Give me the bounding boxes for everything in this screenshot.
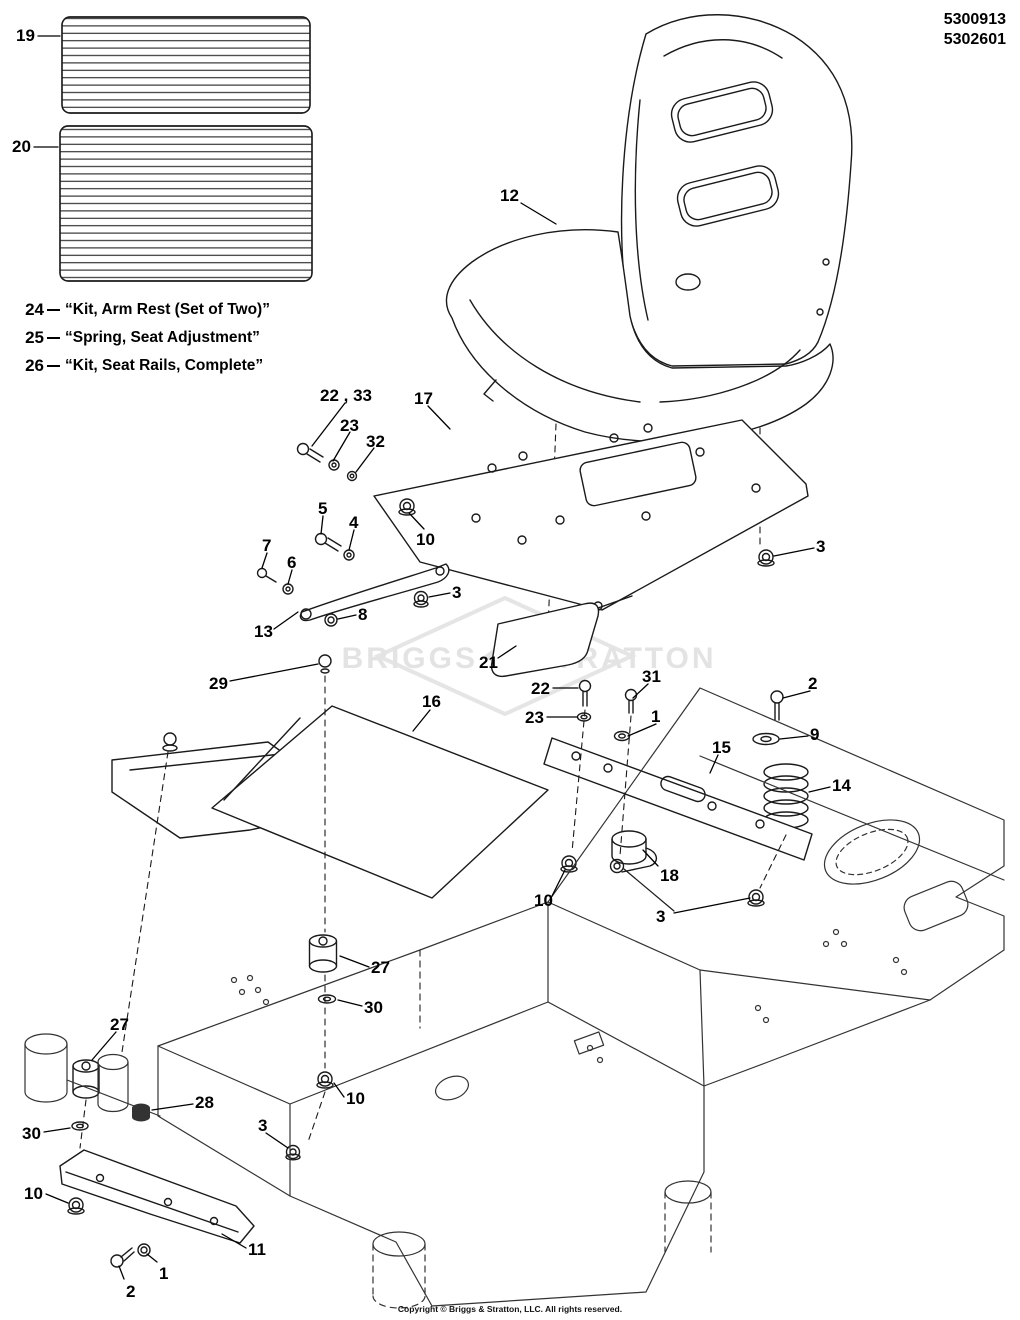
parts-legend: 24 “Kit, Arm Rest (Set of Two)” 25 “Spri… <box>16 296 270 380</box>
leader-line-14 <box>337 614 357 620</box>
leader-line-16 <box>497 645 517 659</box>
leader-line-20 <box>632 683 649 699</box>
watermark-left-text: BRIGGS <box>342 642 478 675</box>
leader-line-40 <box>118 1265 125 1280</box>
pad-21 <box>490 602 600 678</box>
leader-line-36 <box>265 1132 289 1149</box>
leader-line-39 <box>146 1253 158 1263</box>
copyright-text: Copyright © Briggs & Stratton, LLC. All … <box>397 1304 623 1314</box>
document-numbers: 5300913 5302601 <box>944 10 1006 50</box>
floor-panel-16 <box>211 705 549 899</box>
leader-line-30 <box>339 955 370 968</box>
leader-line-12 <box>773 547 815 557</box>
legend-number: 24 <box>25 300 44 319</box>
legend-dash-line <box>47 365 60 367</box>
arm-bracket-13 <box>299 563 450 622</box>
legend-item-26: 26 “Kit, Seat Rails, Complete” <box>16 352 270 380</box>
leader-line-24 <box>709 754 719 774</box>
leader-line-27 <box>642 849 659 867</box>
leader-line-37 <box>45 1193 69 1204</box>
leader-line-22 <box>627 723 657 737</box>
leader-line-29 <box>673 897 751 914</box>
hardware-middle <box>576 679 638 742</box>
assembly-dashed-lines <box>79 675 787 1149</box>
leader-line-31 <box>337 999 363 1007</box>
leader-line-8 <box>348 529 355 551</box>
legend-dash-line <box>47 309 60 311</box>
doc-number-2: 5302601 <box>943 31 1006 48</box>
legend-number: 26 <box>25 356 44 375</box>
legend-label: “Kit, Seat Rails, Complete” <box>65 357 264 374</box>
legend-item-25: 25 “Spring, Seat Adjustment” <box>16 324 270 352</box>
leader-line-18 <box>412 709 431 732</box>
leader-line-33 <box>333 1082 345 1098</box>
legend-dash-line <box>47 337 60 339</box>
hardware-right <box>752 690 809 829</box>
leader-line-17 <box>229 663 319 682</box>
clamp-18 <box>611 830 657 873</box>
leader-line-15 <box>273 611 299 630</box>
seat-bracket-15 <box>543 737 813 861</box>
leader-line-5 <box>355 447 375 473</box>
leader-line-2 <box>520 202 557 225</box>
legend-label: “Kit, Arm Rest (Set of Two)” <box>65 301 270 318</box>
frame-illustration <box>24 687 1005 1309</box>
leader-line-4 <box>332 431 351 462</box>
leader-line-11 <box>408 512 425 530</box>
nuts-middle <box>560 855 765 912</box>
legend-number: 25 <box>25 328 44 347</box>
leader-line-9 <box>261 552 268 569</box>
decal-19 <box>61 16 311 114</box>
decal-20 <box>59 125 313 282</box>
leader-line-32 <box>91 1031 117 1061</box>
leader-line-13 <box>428 592 451 598</box>
leader-line-35 <box>43 1127 71 1133</box>
leader-line-7 <box>320 515 324 535</box>
doc-number-1: 5300913 <box>943 11 1006 28</box>
hardware-left <box>256 532 775 627</box>
legend-label: “Spring, Seat Adjustment” <box>65 329 260 346</box>
leader-line-25 <box>779 735 809 740</box>
seat-plate <box>373 419 809 611</box>
mount-hardware <box>67 934 338 1215</box>
leader-line-23 <box>782 690 811 699</box>
leader-line-6 <box>427 405 451 430</box>
leader-line-26 <box>808 786 831 793</box>
leader-line-3 <box>311 402 346 447</box>
leader-line-28 <box>551 869 566 897</box>
plate-11 <box>59 1149 255 1268</box>
legend-item-24: 24 “Kit, Arm Rest (Set of Two)” <box>16 296 270 324</box>
leader-line-10 <box>287 569 293 585</box>
leader-line-34 <box>151 1103 194 1111</box>
leader-line-38 <box>221 1233 247 1249</box>
leader-lines <box>33 35 831 1280</box>
